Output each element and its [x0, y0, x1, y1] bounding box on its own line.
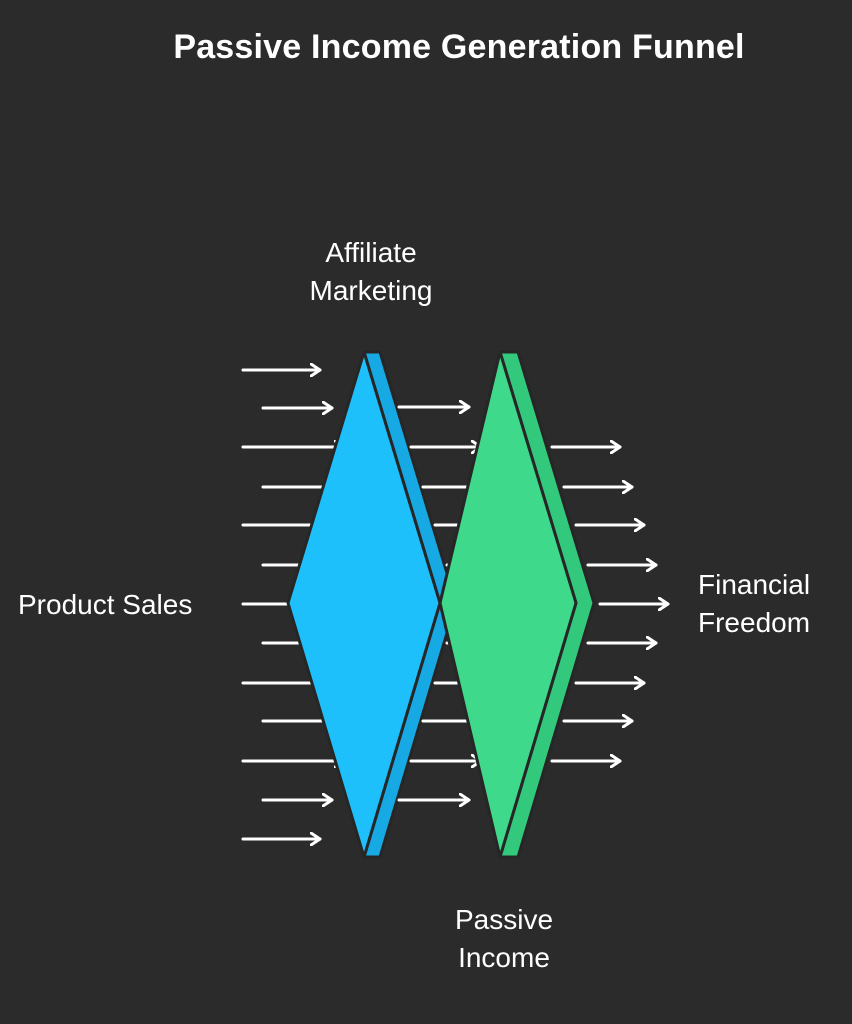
output-arrows: [550, 447, 670, 761]
stage-passive-income: [438, 350, 596, 859]
label-line: Product Sales: [18, 589, 193, 620]
label-line: Marketing: [309, 275, 433, 306]
label-product-sales: Product Sales: [18, 586, 192, 624]
label-financial-freedom: Financial Freedom: [698, 566, 810, 642]
label-passive-income: Passive Income: [430, 901, 578, 977]
label-line: Income: [458, 942, 550, 973]
label-line: Freedom: [698, 607, 811, 638]
label-affiliate-marketing: Affiliate Marketing: [296, 234, 446, 310]
page-title: Passive Income Generation Funnel: [173, 28, 745, 66]
label-line: Passive: [454, 904, 554, 935]
stage-affiliate-face: [286, 350, 442, 859]
stage-passive-face: [438, 350, 578, 859]
label-line: Financial: [698, 569, 811, 600]
label-line: Affiliate: [325, 237, 417, 268]
stage-affiliate-marketing: [286, 350, 458, 859]
